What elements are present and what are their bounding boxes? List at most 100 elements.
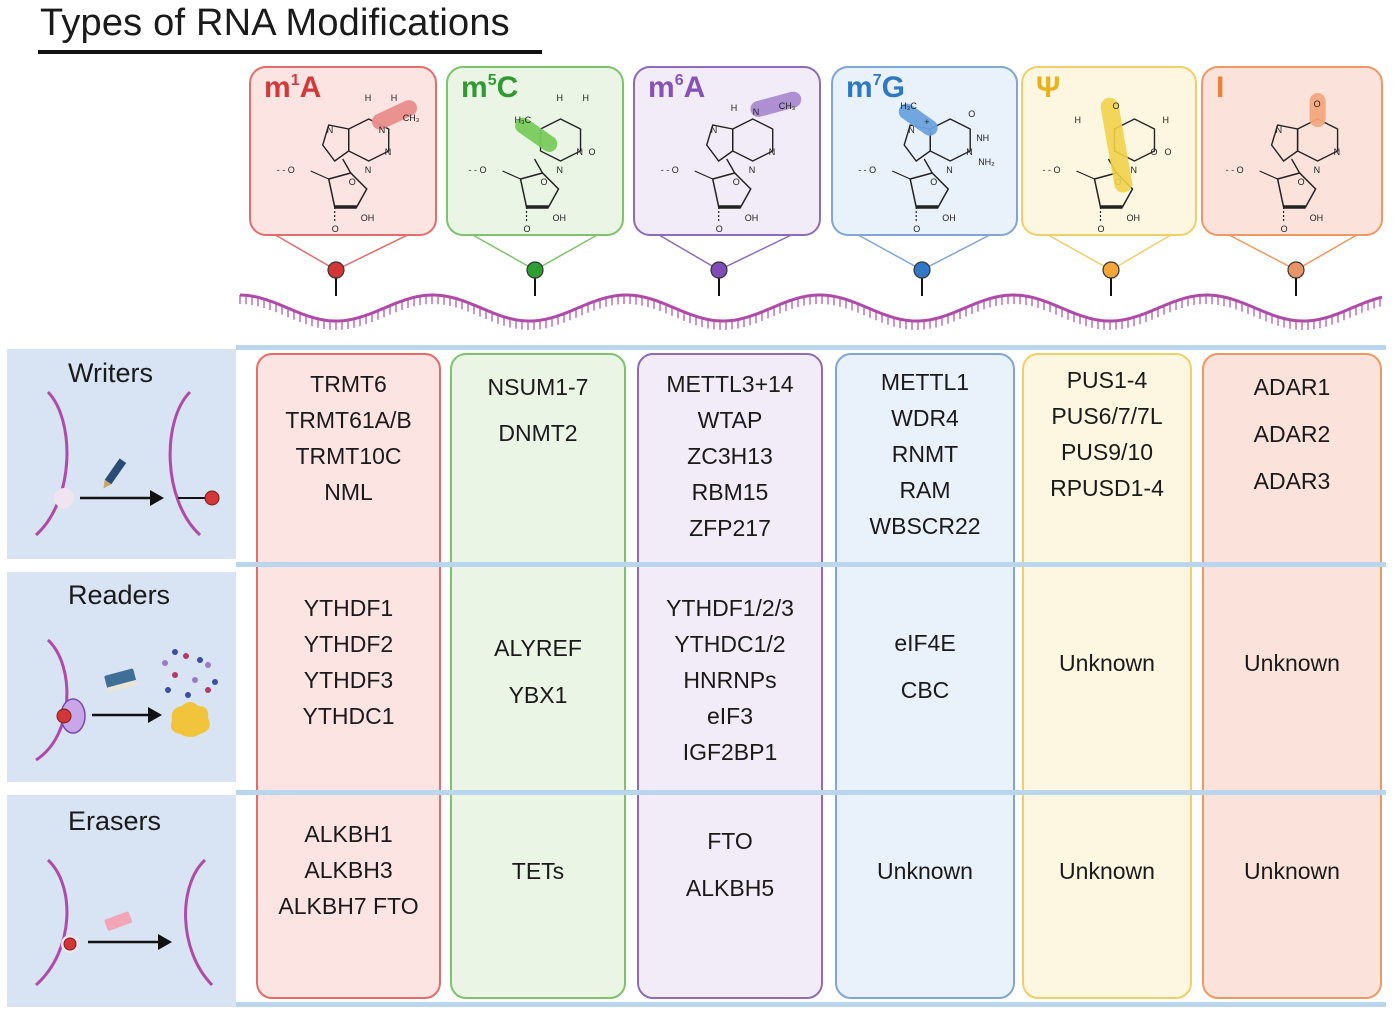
svg-text:H: H (557, 93, 564, 103)
erasers-item: ALKBH1 (304, 821, 393, 847)
svg-text:N: N (365, 165, 372, 175)
modification-box (446, 66, 624, 236)
writers-item: TRMT10C (295, 443, 402, 469)
rna-strand-ticks (239, 295, 1381, 330)
svg-text:H: H (365, 93, 372, 103)
svg-text:N: N (1334, 147, 1341, 157)
svg-text:O: O (1281, 224, 1288, 234)
modification-box (831, 66, 1018, 236)
svg-text:N: N (966, 147, 973, 157)
erasers-item: TETs (511, 858, 565, 884)
writers-item: RPUSD1-4 (1050, 475, 1164, 501)
readers-item: CBC (900, 677, 950, 703)
readers-item: ALYREF (494, 635, 582, 661)
erasers-item: Unknown (877, 858, 973, 884)
svg-text:N: N (749, 165, 756, 175)
readers-item: Unknown (1059, 650, 1155, 676)
modification-box (1021, 66, 1197, 236)
readers-item: YTHDC1/2 (674, 631, 786, 657)
column-m5C (450, 353, 626, 999)
column-m1A (256, 353, 441, 999)
writers-item: PUS1-4 (1066, 367, 1148, 393)
erasers-item: ALKBH3 (304, 857, 393, 883)
modification-site-dot (526, 261, 544, 279)
writers-item: ADAR1 (1253, 374, 1331, 400)
modification-box (1201, 66, 1383, 236)
svg-text:H₃C: H₃C (515, 115, 532, 125)
svg-text:O: O (930, 177, 937, 187)
writers-item: NML (324, 479, 373, 505)
svg-text:N: N (1130, 165, 1137, 175)
svg-text:O: O (913, 224, 920, 234)
erasers-item: Unknown (1059, 858, 1155, 884)
svg-text:OH: OH (942, 213, 956, 223)
modification-label: m7G (846, 71, 905, 104)
svg-text:OH: OH (553, 213, 567, 223)
svg-text:- - O: - - O (277, 165, 295, 175)
erasers-label: Erasers (68, 806, 162, 836)
modification-label: m1A (264, 71, 321, 104)
svg-text:N: N (711, 125, 718, 135)
readers-item: YTHDC1 (302, 703, 395, 729)
table-bottom-line (236, 1002, 1386, 1007)
title-underline (38, 50, 542, 54)
writers-item: TRMT6 (310, 371, 387, 397)
svg-text:O: O (524, 224, 531, 234)
writers-item: WBSCR22 (869, 513, 981, 539)
svg-text:OH: OH (1310, 213, 1324, 223)
erasers-item: Unknown (1244, 858, 1340, 884)
writers-item: DNMT2 (498, 420, 578, 446)
writers-readers-divider (236, 562, 1386, 567)
figure-title: Types of RNA Modifications (40, 2, 510, 44)
svg-text:O: O (716, 224, 723, 234)
readers-item: Unknown (1244, 650, 1340, 676)
column-psi (1022, 353, 1192, 999)
svg-text:H: H (1162, 115, 1169, 125)
svg-text:N: N (1314, 165, 1321, 175)
column-m6A (637, 353, 823, 999)
column-m7G (835, 353, 1015, 999)
writers-item: RBM15 (691, 479, 769, 505)
writers-item: WTAP (697, 407, 763, 433)
svg-text:N: N (908, 125, 915, 135)
svg-text:H₃C: H₃C (900, 101, 917, 111)
readers-item: YTHDF2 (303, 631, 394, 657)
column-I (1202, 353, 1382, 999)
svg-text:N: N (1276, 125, 1283, 135)
svg-text:O: O (1150, 147, 1157, 157)
svg-text:H: H (1074, 115, 1081, 125)
erasers-item: ALKBH7 FTO (278, 893, 419, 919)
svg-text:O: O (1298, 177, 1305, 187)
svg-text:+: + (924, 117, 929, 127)
svg-text:N: N (946, 165, 953, 175)
modification-box (633, 66, 821, 236)
readers-erasers-divider (236, 790, 1386, 795)
svg-text:H: H (731, 103, 738, 113)
svg-text:O: O (1314, 99, 1321, 109)
svg-text:O: O (541, 177, 548, 187)
writers-item: RAM (899, 477, 951, 503)
writers-item: TRMT61A/B (285, 407, 412, 433)
svg-text:N: N (385, 147, 392, 157)
erasers-cell-psi: Unknown (1022, 853, 1192, 889)
writers-item: WDR4 (891, 405, 959, 431)
erasers-cell-m5C: TETs (450, 853, 626, 889)
readers-item: YTHDF1 (303, 595, 394, 621)
svg-text:- - O: - - O (1226, 165, 1244, 175)
writers-item: NSUM1-7 (487, 374, 589, 400)
svg-text:OH: OH (361, 213, 375, 223)
writers-item: RNMT (891, 441, 959, 467)
readers-cell-psi: Unknown (1022, 645, 1192, 681)
readers-item: HNRNPs (683, 667, 777, 693)
svg-text:H: H (583, 93, 590, 103)
svg-text:O: O (1164, 147, 1171, 157)
